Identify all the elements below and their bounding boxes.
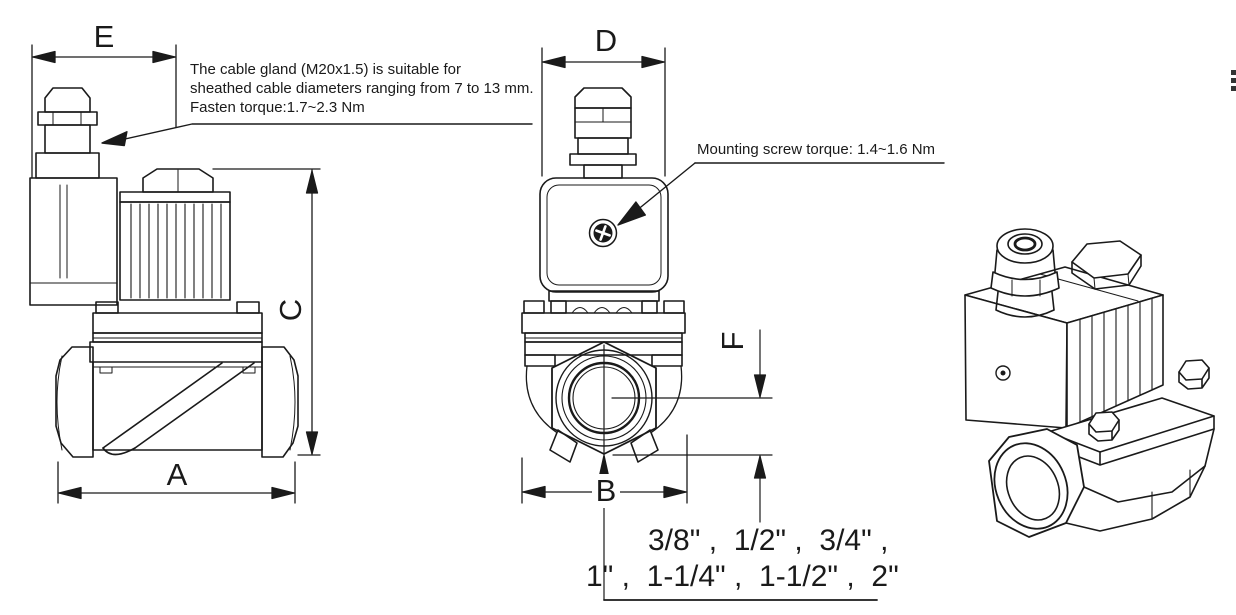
cable-gland-note-line3: Fasten torque:1.7~2.3 Nm <box>190 99 365 116</box>
cable-gland-side <box>35 87 100 179</box>
cable-gland-front <box>569 87 637 179</box>
front-view <box>521 47 945 601</box>
iso-coil-fins <box>1079 297 1153 423</box>
dim-b <box>521 434 688 504</box>
iso-view <box>964 228 1215 538</box>
dim-d <box>541 47 666 177</box>
iso-valve-body <box>988 428 1215 538</box>
edge-artifact <box>1231 78 1236 83</box>
mounting-screw-leader <box>617 162 945 226</box>
dim-label-b: B <box>592 474 620 508</box>
dim-label-f: F <box>715 331 750 351</box>
connector-box-front <box>539 177 669 293</box>
iso-cable-gland <box>990 228 1060 318</box>
iso-coil <box>1066 294 1164 429</box>
dim-label-d: D <box>594 23 618 58</box>
iso-screw <box>995 365 1011 381</box>
cable-gland-note-line2: sheathed cable diameters ranging from 7 … <box>190 80 534 97</box>
dim-label-c: C <box>273 298 308 322</box>
dim-e <box>31 44 177 179</box>
edge-artifact <box>1231 86 1236 91</box>
iso-hex-nut <box>1071 240 1142 290</box>
coil-fins <box>130 203 222 299</box>
cable-gland-leader <box>101 123 533 147</box>
dim-c <box>212 168 321 456</box>
cable-gland-note-line1: The cable gland (M20x1.5) is suitable fo… <box>190 61 461 78</box>
coil-side <box>119 168 231 301</box>
port-sizes-line1: 3/8" , 1/2" , 3/4" , <box>648 524 889 557</box>
dim-a <box>57 461 296 504</box>
mounting-screw-note: Mounting screw torque: 1.4~1.6 Nm <box>697 141 936 158</box>
cable-gland-note: The cable gland (M20x1.5) is suitable fo… <box>190 60 534 117</box>
port-sizes-line2: 1" , 1-1/4" , 1-1/2" , 2" <box>586 560 899 593</box>
edge-artifact <box>1231 70 1236 75</box>
dim-label-a: A <box>166 457 188 492</box>
dim-label-e: E <box>93 19 115 54</box>
mounting-screw <box>588 218 618 248</box>
connector-box-side <box>29 177 118 306</box>
dim-f <box>611 329 773 523</box>
valve-body-side <box>55 301 299 458</box>
side-view <box>29 44 533 504</box>
